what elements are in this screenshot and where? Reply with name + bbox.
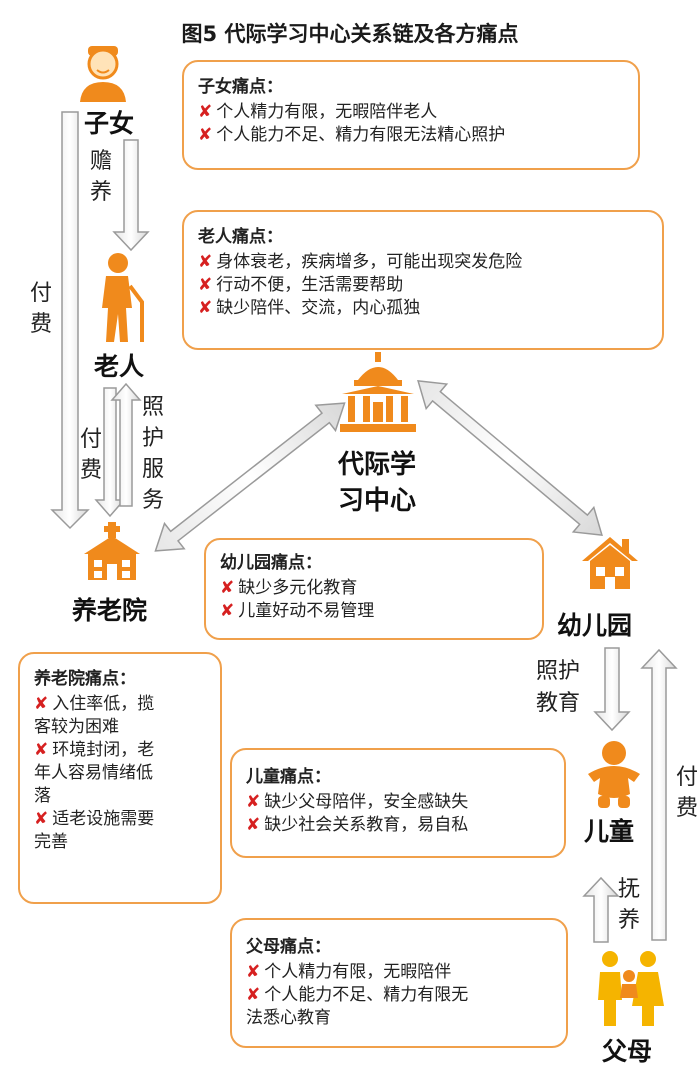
arrow-pay-left (50, 111, 90, 530)
list-item-cont: 法悉心教育 (246, 1007, 331, 1028)
arrow-pay-inner (94, 387, 126, 518)
box-title: 养老院痛点： (34, 669, 136, 689)
node-center: 代际学 习中心 (338, 447, 416, 519)
list-item: ✘个人精力有限，无暇陪伴 (246, 962, 452, 982)
diagram-title: 图5 代际学习中心关系链及各方痛点 (181, 22, 519, 46)
box-title: 幼儿园痛点： (220, 553, 322, 573)
arrow-care-service (110, 382, 142, 507)
cross-icon: ✘ (246, 792, 261, 812)
list-item: ✘个人能力不足、精力有限无 (246, 984, 469, 1005)
child-pain-box: 儿童痛点： ✘缺少父母陪伴，安全感缺失 ✘缺少社会关系教育，易自私 (230, 748, 566, 858)
list-item: ✘行动不便，生活需要帮助 (198, 274, 404, 295)
cross-icon: ✘ (34, 694, 49, 714)
arrow-pay-right (640, 648, 678, 941)
list-item: ✘入住率低，揽 (34, 694, 155, 714)
cross-icon: ✘ (246, 814, 261, 835)
edge-label-care-edu: 照护教育 (536, 659, 581, 716)
cross-icon: ✘ (34, 739, 49, 760)
nursing-pain-box: 养老院痛点： ✘入住率低，揽 客较为困难 ✘环境封闭，老 年人容易情绪低 落 ✘… (18, 652, 222, 904)
box-title: 老人痛点： (198, 227, 283, 247)
cross-icon: ✘ (220, 600, 235, 621)
box-title: 子女痛点： (198, 77, 283, 97)
node-parents: 父母 (602, 1037, 653, 1066)
node-nursing-home: 养老院 (72, 596, 148, 625)
edge-label-pay-inner: 付费 (79, 427, 102, 483)
cross-icon: ✘ (34, 808, 49, 829)
list-item: ✘缺少陪伴、交流，内心孤独 (198, 297, 421, 318)
edge-label-pay-right: 付费 (675, 765, 698, 821)
box-title: 儿童痛点： (246, 767, 331, 787)
cross-icon: ✘ (198, 274, 213, 295)
node-center-line2: 习中心 (338, 486, 417, 516)
edge-label-raise: 抚养 (617, 877, 640, 933)
list-item-cont: 完善 (34, 831, 68, 852)
family-icon (598, 951, 664, 1026)
list-item: ✘适老设施需要 (34, 808, 155, 829)
list-item-cont: 落 (34, 785, 51, 806)
house-icon (582, 537, 638, 589)
arrow-center-nursing (154, 402, 346, 552)
list-item: ✘个人能力不足、精力有限无法精心照护 (198, 124, 506, 145)
list-item-cont: 年人容易情绪低 (34, 762, 153, 783)
person-icon (80, 46, 126, 102)
nursing-home-icon (84, 522, 140, 580)
cross-icon: ✘ (198, 102, 213, 122)
kindergarten-pain-box: 幼儿园痛点： ✘缺少多元化教育 ✘儿童好动不易管理 (204, 538, 544, 640)
arrow-support (112, 139, 150, 252)
arrow-center-kindergarten (417, 379, 603, 537)
cross-icon: ✘ (220, 578, 235, 598)
node-children-adult: 子女 (84, 109, 135, 138)
cross-icon: ✘ (198, 297, 213, 318)
list-item: ✘缺少多元化教育 (220, 578, 358, 598)
arrow-raise (582, 876, 620, 943)
list-item: ✘儿童好动不易管理 (220, 600, 375, 621)
edge-label-care-service: 照护 服务 (141, 395, 164, 513)
list-item-cont: 客较为困难 (34, 716, 119, 737)
list-item: ✘环境封闭，老 (34, 739, 155, 760)
list-item: ✘身体衰老，疾病增多，可能出现突发危险 (198, 252, 523, 272)
list-item: ✘个人精力有限，无暇陪伴老人 (198, 102, 438, 122)
list-item: ✘缺少父母陪伴，安全感缺失 (246, 792, 469, 812)
parents-pain-box: 父母痛点： ✘个人精力有限，无暇陪伴 ✘个人能力不足、精力有限无 法悉心教育 (230, 918, 568, 1048)
cross-icon: ✘ (198, 124, 213, 145)
node-center-line1: 代际学 (338, 450, 417, 480)
children-pain-box: 子女痛点： ✘个人精力有限，无暇陪伴老人 ✘个人能力不足、精力有限无法精心照护 (182, 60, 640, 170)
cross-icon: ✘ (246, 984, 261, 1005)
elderly-cane-icon (102, 253, 144, 342)
edge-label-support: 赡养 (89, 149, 112, 205)
baby-icon (588, 741, 640, 808)
node-child: 儿童 (584, 817, 635, 846)
building-columns-icon (340, 352, 416, 432)
cross-icon: ✘ (246, 962, 261, 982)
list-item: ✘缺少社会关系教育，易自私 (246, 814, 469, 835)
node-elderly: 老人 (94, 352, 145, 381)
box-title: 父母痛点： (246, 937, 331, 957)
node-kindergarten: 幼儿园 (557, 611, 633, 640)
cross-icon: ✘ (198, 252, 213, 272)
arrow-care-edu (593, 647, 631, 732)
elderly-pain-box: 老人痛点： ✘身体衰老，疾病增多，可能出现突发危险 ✘行动不便，生活需要帮助 ✘… (182, 210, 664, 350)
edge-label-pay-left: 付费 (29, 281, 52, 337)
